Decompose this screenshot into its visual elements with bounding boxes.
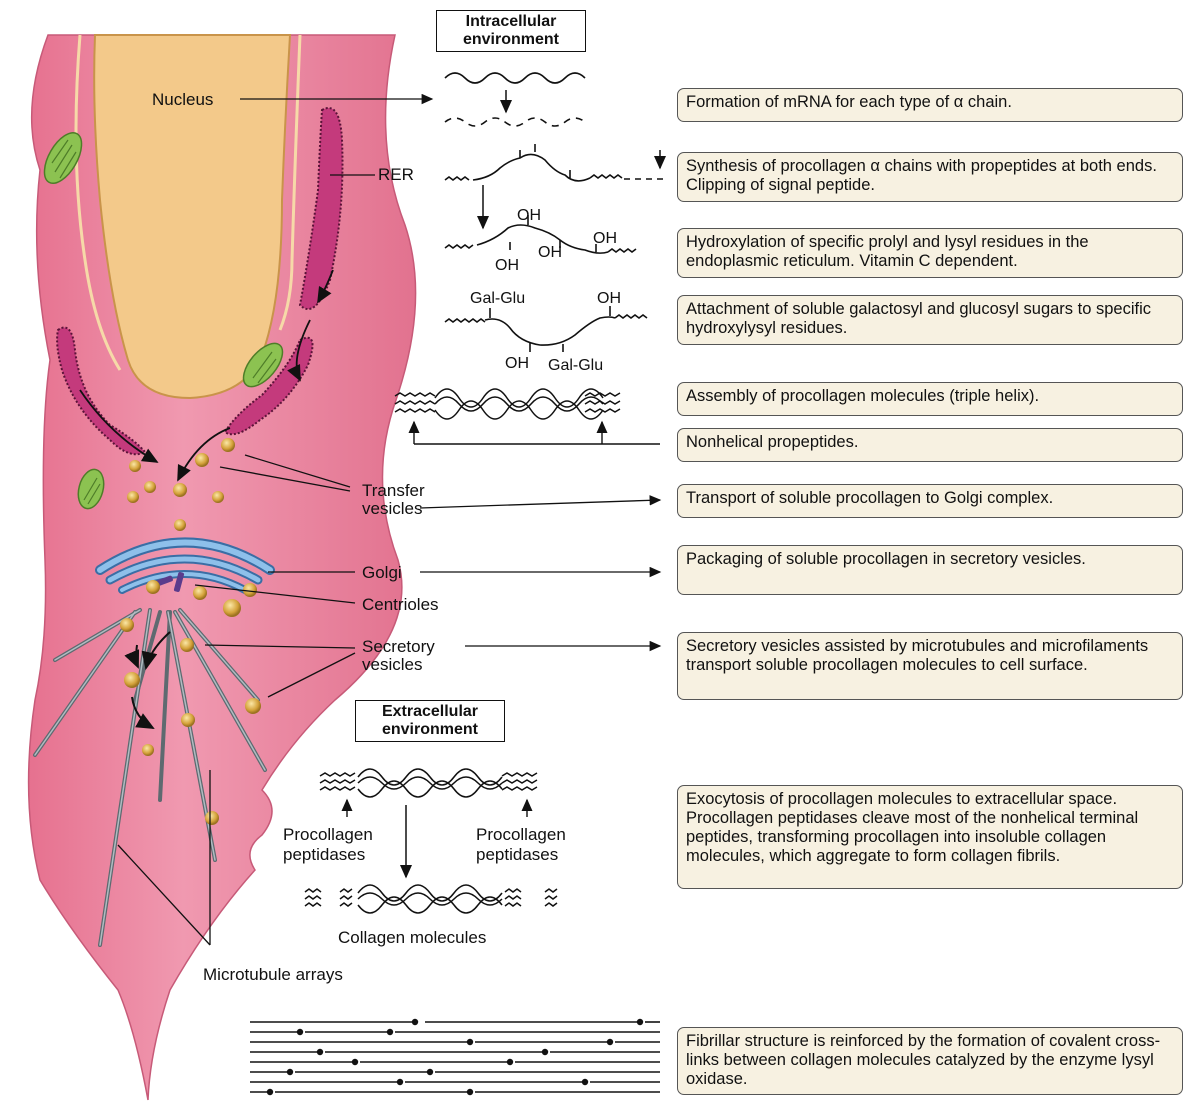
glycosylated-chain — [445, 306, 647, 352]
label-pp-right-2: peptidases — [476, 845, 558, 864]
procollagen-chain — [445, 144, 668, 181]
intracellular-line-1: Intracellular — [443, 13, 579, 31]
step-cross-links: Fibrillar structure is reinforced by the… — [677, 1027, 1183, 1095]
extracellular-line-2: environment — [362, 721, 498, 739]
step-5-text: Assembly of procollagen molecules (tripl… — [686, 387, 1039, 405]
cross-link-dot — [542, 1049, 548, 1055]
step-secretory-transport: Secretory vesicles assisted by microtubu… — [677, 632, 1183, 700]
step-3-text: Hydroxylation of specific prolyl and lys… — [686, 233, 1089, 270]
step-8-text: Packaging of soluble procollagen in secr… — [686, 550, 1086, 568]
label-pp-right-1: Procollagen — [476, 825, 566, 844]
cross-link-dot — [297, 1029, 303, 1035]
step-1-text: Formation of mRNA for each type of α cha… — [686, 93, 1012, 111]
cross-link-dot — [387, 1029, 393, 1035]
cross-link-dot — [287, 1069, 293, 1075]
label-pp-left-1: Procollagen — [283, 825, 373, 844]
cross-link-dot — [267, 1089, 273, 1095]
chem-galglu-1: Gal-Glu — [470, 290, 525, 307]
cross-link-dot — [582, 1079, 588, 1085]
chem-oh-5: OH — [597, 290, 621, 307]
label-microtubule-arrays: Microtubule arrays — [203, 965, 343, 984]
collagen-molecules — [305, 885, 557, 913]
step-mrna-formation: Formation of mRNA for each type of α cha… — [677, 88, 1183, 122]
label-secretory-2: vesicles — [362, 655, 422, 674]
cross-link-dot — [397, 1079, 403, 1085]
step-7-text: Transport of soluble procollagen to Golg… — [686, 489, 1053, 507]
mrna-strands — [445, 73, 585, 126]
cross-link-dot — [467, 1089, 473, 1095]
step-11-text: Fibrillar structure is reinforced by the… — [686, 1032, 1160, 1088]
cross-link-dot — [467, 1039, 473, 1045]
intracellular-environment-box: Intracellular environment — [436, 10, 586, 52]
step-exocytosis: Exocytosis of procollagen molecules to e… — [677, 785, 1183, 889]
label-transfer-1: Transfer — [362, 481, 425, 500]
label-secretory-1: Secretory — [362, 637, 435, 656]
extracellular-procollagen — [320, 769, 537, 797]
chem-oh-2: OH — [495, 257, 519, 274]
chem-galglu-2: Gal-Glu — [548, 357, 603, 374]
cross-link-dot — [352, 1059, 358, 1065]
step-2-text: Synthesis of procollagen α chains with p… — [686, 157, 1157, 194]
label-golgi: Golgi — [362, 563, 402, 582]
extracellular-environment-box: Extracellular environment — [355, 700, 505, 742]
step-4-text: Attachment of soluble galactosyl and glu… — [686, 300, 1151, 337]
chem-oh-3: OH — [538, 244, 562, 261]
step-9-text: Secretory vesicles assisted by microtubu… — [686, 637, 1148, 674]
step-chain-synthesis: Synthesis of procollagen α chains with p… — [677, 152, 1183, 202]
chem-oh-4: OH — [593, 230, 617, 247]
collagen-fibrils — [250, 1019, 660, 1095]
intracellular-line-2: environment — [443, 31, 579, 49]
label-pp-left-2: peptidases — [283, 845, 365, 864]
label-nucleus: Nucleus — [152, 90, 213, 109]
procollagen-triple-helix — [395, 389, 620, 419]
step-6-text: Nonhelical propeptides. — [686, 433, 858, 451]
cross-link-dot — [317, 1049, 323, 1055]
cross-link-dot — [507, 1059, 513, 1065]
cross-link-dot — [427, 1069, 433, 1075]
step-transport-golgi: Transport of soluble procollagen to Golg… — [677, 484, 1183, 518]
cross-link-dot — [607, 1039, 613, 1045]
cross-link-dot — [637, 1019, 643, 1025]
chem-oh-6: OH — [505, 355, 529, 372]
cross-link-dot — [412, 1019, 418, 1025]
step-assembly: Assembly of procollagen molecules (tripl… — [677, 382, 1183, 416]
label-transfer-2: vesicles — [362, 499, 422, 518]
label-centrioles: Centrioles — [362, 595, 439, 614]
step-nonhelical-propeptides: Nonhelical propeptides. — [677, 428, 1183, 462]
step-hydroxylation: Hydroxylation of specific prolyl and lys… — [677, 228, 1183, 278]
label-rer: RER — [378, 165, 414, 184]
chem-oh-1: OH — [517, 207, 541, 224]
step-10-text: Exocytosis of procollagen molecules to e… — [686, 790, 1138, 865]
step-packaging: Packaging of soluble procollagen in secr… — [677, 545, 1183, 595]
step-glycosylation: Attachment of soluble galactosyl and glu… — [677, 295, 1183, 345]
extracellular-line-1: Extracellular — [362, 703, 498, 721]
label-collagen-molecules: Collagen molecules — [338, 928, 486, 947]
